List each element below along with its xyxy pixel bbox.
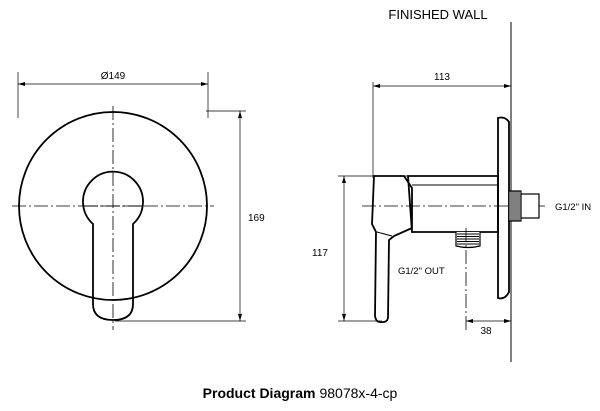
valve-body: [407, 175, 499, 233]
outlet-connector: [455, 232, 481, 249]
outlet-arrow-right: [504, 319, 511, 323]
lever-side-joint: [376, 231, 393, 237]
caption-model: 98078x-4-cp: [319, 385, 397, 401]
depth-label: 113: [434, 72, 450, 83]
depth-arrow-left: [373, 84, 380, 88]
lever-handle-side: [371, 175, 413, 324]
height-arrow-top: [238, 111, 242, 118]
side-height-arrow-top: [342, 176, 346, 183]
height-label: 169: [248, 213, 265, 224]
outlet-offset-label: 38: [480, 326, 492, 337]
side-height-label: 117: [312, 248, 328, 259]
lever-handle-front: [82, 170, 144, 321]
front-view: Ø149 169: [12, 71, 265, 330]
height-arrow-bottom: [238, 314, 242, 321]
outlet-label: G1/2" OUT: [398, 266, 445, 277]
diameter-arrow-left: [18, 82, 25, 86]
caption-title: Product Diagram: [203, 385, 316, 401]
inlet-label: G1/2" IN: [555, 202, 591, 213]
escutcheon-side: [497, 116, 510, 300]
inlet-connector: [508, 190, 540, 222]
side-view: FINISHED WALL 113 117: [312, 7, 591, 362]
diameter-label: Ø149: [101, 71, 126, 82]
diameter-arrow-right: [201, 82, 208, 86]
depth-arrow-right: [504, 84, 511, 88]
finished-wall-label: FINISHED WALL: [388, 7, 487, 22]
side-height-arrow-bottom: [342, 314, 346, 321]
outlet-arrow-left: [466, 319, 473, 323]
